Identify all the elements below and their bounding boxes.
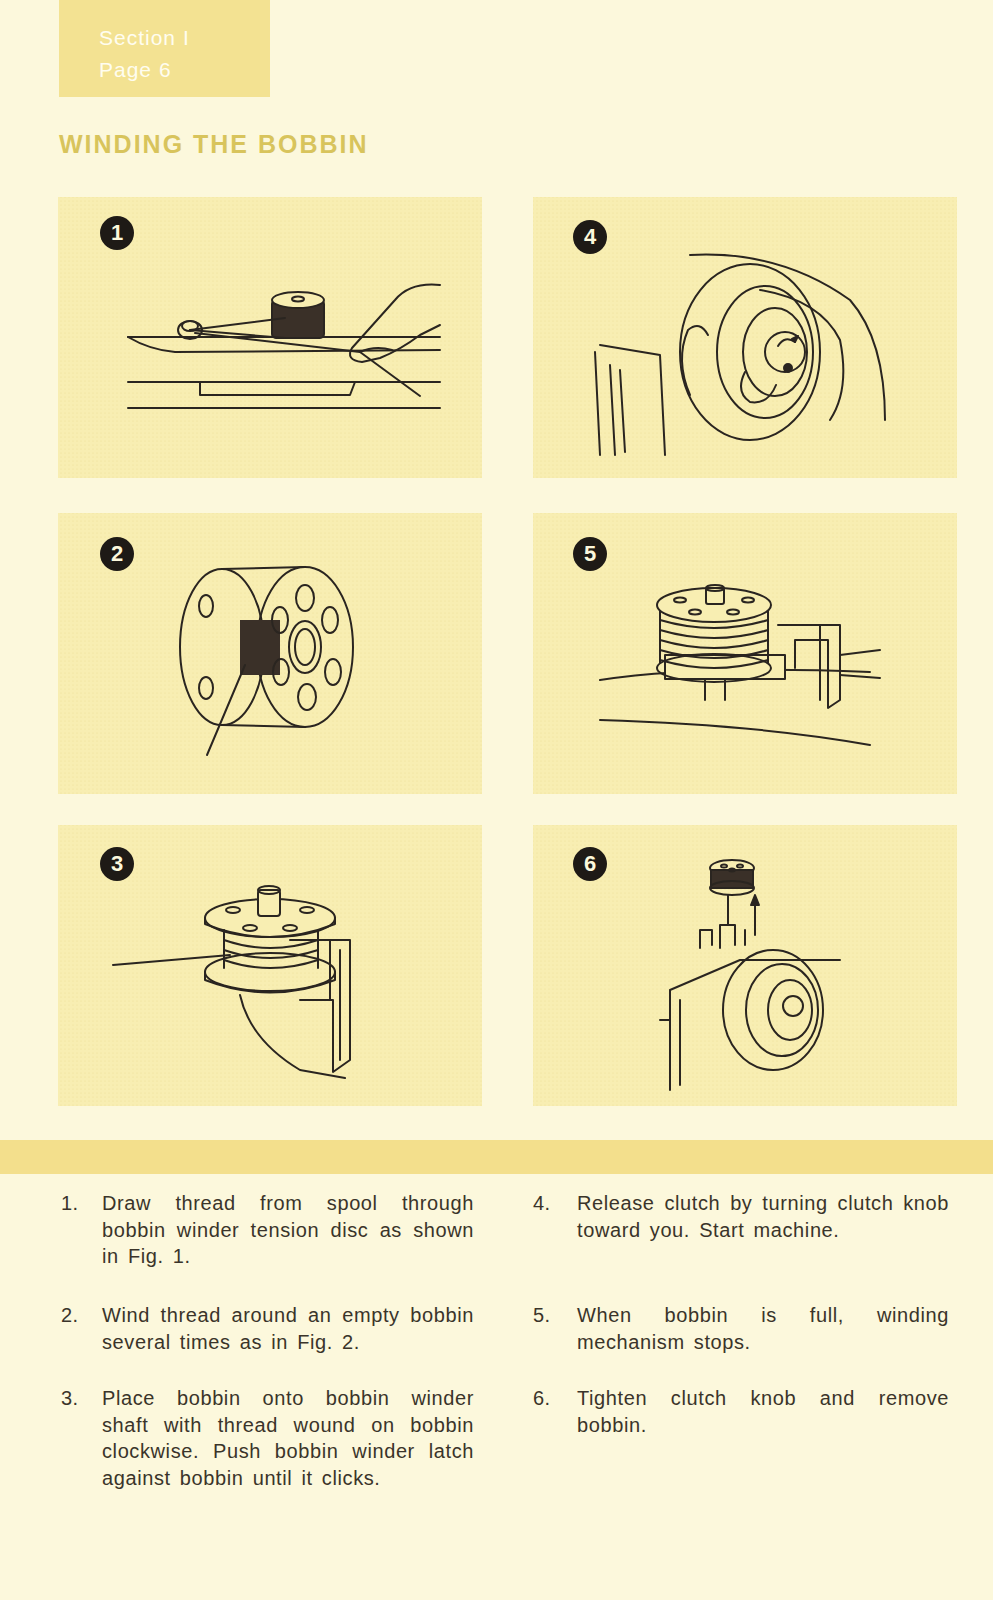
step-text: Place bobbin onto bobbin winder shaft wi… [102, 1385, 474, 1491]
page-title: WINDING THE BOBBIN [59, 130, 369, 159]
figure-number: 3 [100, 847, 134, 881]
step-number: 3. [61, 1385, 79, 1411]
callout-number: 4 [584, 226, 596, 248]
step-number: 1. [61, 1190, 79, 1216]
step-text: Draw thread from spool through bobbin wi… [102, 1190, 474, 1270]
figure-number: 6 [573, 847, 607, 881]
step-text: Release clutch by turning clutch knob to… [577, 1190, 949, 1243]
figure-number: 4 [573, 220, 607, 254]
figure-number: 1 [100, 216, 134, 250]
step-number: 2. [61, 1302, 79, 1328]
callout-number: 1 [111, 222, 123, 244]
figure-number: 2 [100, 537, 134, 571]
step-number: 6. [533, 1385, 551, 1411]
callout-number: 5 [584, 543, 596, 565]
step-text: Wind thread around an empty bobbin sever… [102, 1302, 474, 1355]
callout-number: 2 [111, 543, 123, 565]
figure-number: 5 [573, 537, 607, 571]
step-text: Tighten clutch knob and remove bobbin. [577, 1385, 949, 1438]
callout-number: 3 [111, 853, 123, 875]
step-text: When bobbin is full, winding mechanism s… [577, 1302, 949, 1355]
section-tab: Section IPage 6 [59, 0, 270, 97]
section-label: Section I [99, 22, 256, 54]
step-number: 5. [533, 1302, 551, 1328]
section-label: Page 6 [99, 54, 256, 86]
step-number: 4. [533, 1190, 551, 1216]
callout-number: 6 [584, 853, 596, 875]
